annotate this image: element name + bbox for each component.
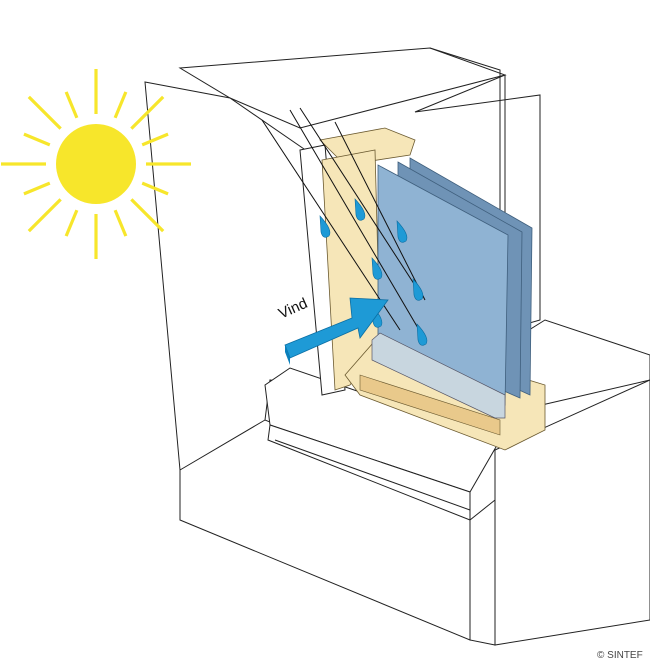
rain-lines <box>261 107 426 341</box>
rain-drop-icon <box>396 220 408 243</box>
upper-wall-top <box>178 47 507 129</box>
copyright-text: © SINTEF <box>597 650 643 661</box>
sun-ray <box>113 209 128 237</box>
window-sill-top <box>264 367 501 493</box>
sun-ray <box>141 181 169 196</box>
sun-ray <box>27 95 62 130</box>
sun-ray <box>23 132 51 147</box>
rain-drops <box>319 198 428 346</box>
rain-drop-icon <box>354 198 366 221</box>
sun-icon <box>1 69 191 259</box>
sun-ray <box>64 209 79 237</box>
window-sill-front <box>267 424 471 521</box>
wind-arrow-icon <box>284 297 389 365</box>
sun-ray <box>64 91 79 119</box>
sun-ray <box>130 198 165 233</box>
sun-ray <box>23 181 51 196</box>
sun-ray <box>113 91 128 119</box>
rain-drop-icon <box>371 257 383 280</box>
rain-drop-icon <box>416 323 428 346</box>
sun-ray <box>27 198 62 233</box>
rain-drop-icon <box>319 215 331 238</box>
rain-drop-icon <box>412 278 424 301</box>
sun-ray <box>130 95 165 130</box>
glazing-bead <box>371 332 506 419</box>
sun-ray <box>141 132 169 147</box>
lower-wall-front <box>469 498 496 646</box>
